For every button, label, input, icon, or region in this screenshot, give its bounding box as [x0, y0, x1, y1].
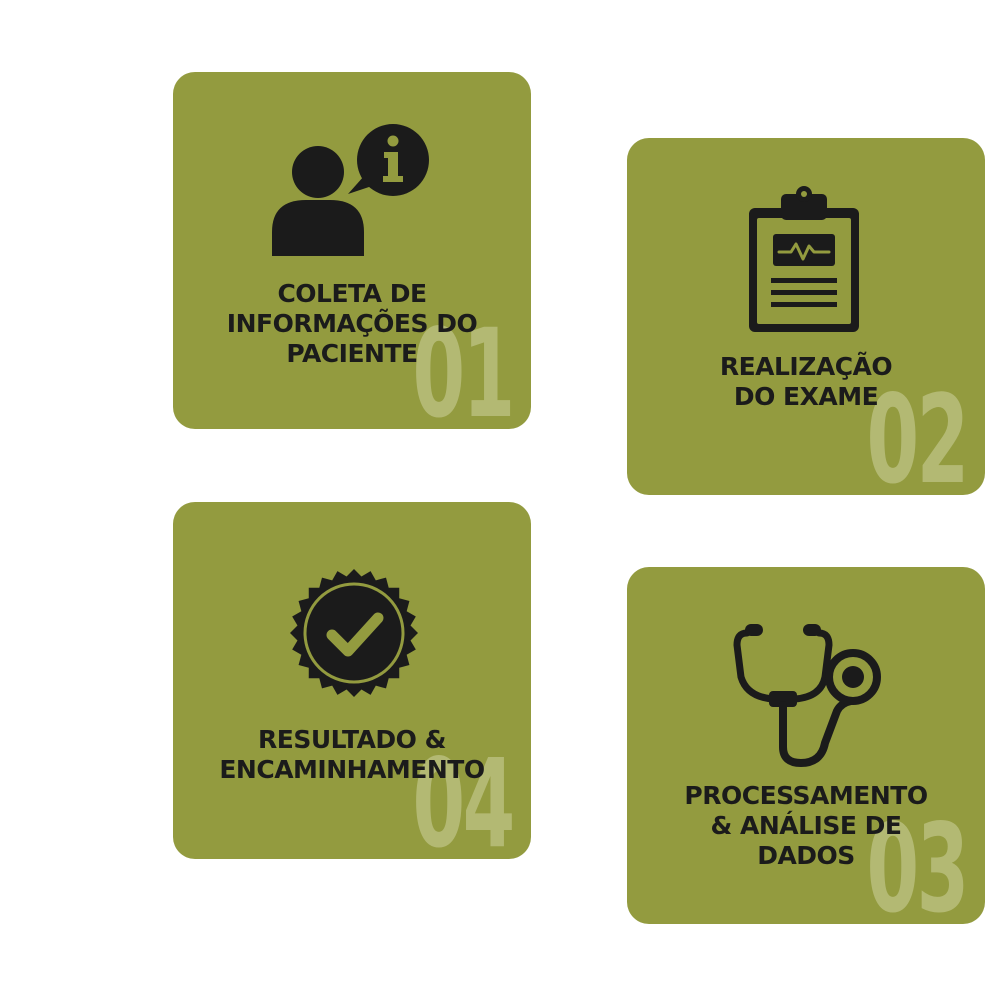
step-label-line: PACIENTE — [286, 339, 418, 368]
step-card-04: 04 RESULTADO & ENCAMINHAMENTO — [173, 502, 531, 859]
step-label: COLETA DE INFORMAÇÕES DO PACIENTE — [173, 279, 531, 369]
step-label-line: DADOS — [757, 841, 855, 870]
step-label: RESULTADO & ENCAMINHAMENTO — [173, 725, 531, 785]
stethoscope-icon — [733, 624, 881, 767]
step-label-line: DO EXAME — [733, 382, 879, 411]
check-badge-icon — [290, 569, 418, 697]
step-card-01: 01 COLETA DE INFORMAÇÕES DO PACIENTE — [173, 72, 531, 429]
step-label-line: RESULTADO & — [258, 725, 446, 754]
step-number: 01 — [412, 303, 516, 429]
step-label: PROCESSAMENTO & ANÁLISE DE DADOS — [627, 781, 985, 871]
step-label-line: & ANÁLISE DE — [710, 811, 902, 840]
step-number: 04 — [412, 733, 516, 859]
step-label-line: INFORMAÇÕES DO — [226, 309, 478, 338]
person-info-icon — [272, 124, 429, 256]
step-card-02: 02 REALIZAÇÃO DO EXAME — [627, 138, 985, 495]
step-label-line: PROCESSAMENTO — [684, 781, 928, 810]
step-number: 02 — [866, 369, 970, 495]
step-label-line: REALIZAÇÃO — [719, 352, 893, 381]
step-label-line: COLETA DE — [277, 279, 427, 308]
step-number: 03 — [866, 798, 970, 924]
step-card-03: 03 PROCESSAMENTO & ANÁLISE DE DADOS — [627, 567, 985, 924]
clipboard-heartbeat-icon — [749, 186, 859, 332]
step-label: REALIZAÇÃO DO EXAME — [627, 352, 985, 412]
step-label-line: ENCAMINHAMENTO — [219, 755, 485, 784]
